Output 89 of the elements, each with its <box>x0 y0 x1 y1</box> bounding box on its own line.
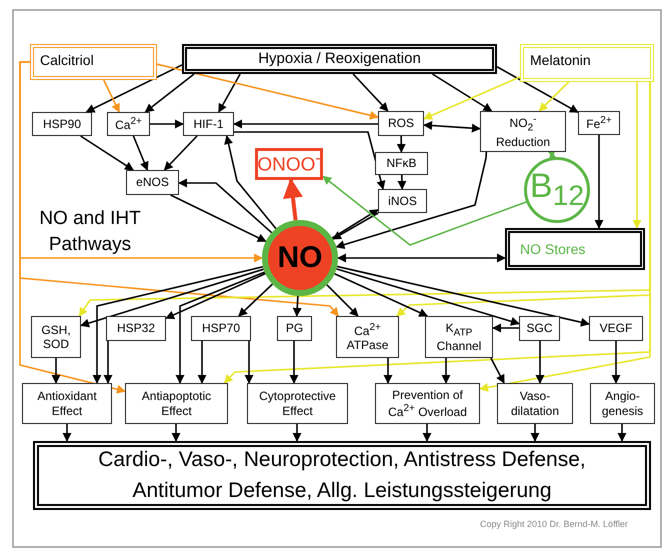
process-box: SGC <box>519 316 560 341</box>
arrow <box>238 284 273 317</box>
process-box: HSP70 <box>191 316 251 341</box>
arrow <box>442 358 450 384</box>
arrow <box>102 80 120 113</box>
vitamin-circle: B$_{12}$ <box>524 157 590 223</box>
process-box: K$_{ATP}$ Channel <box>425 316 493 358</box>
arrow <box>52 358 60 384</box>
arrow <box>172 424 180 442</box>
product-box: ONOO$^{-}$ <box>255 148 323 180</box>
arrow <box>490 358 505 384</box>
arrow <box>336 152 488 249</box>
process-box: Prevention of Ca$^{2+}$ Overload <box>375 383 480 424</box>
arrow <box>156 63 379 120</box>
arrow <box>538 81 570 112</box>
arrow <box>536 341 544 384</box>
arrow <box>530 424 540 442</box>
arrow <box>496 66 579 114</box>
process-box: Ca$^{2+}$ ATPase <box>336 316 399 358</box>
arrow <box>422 424 432 442</box>
arrow <box>618 424 626 442</box>
arrow <box>198 341 206 384</box>
process-box: ROS <box>378 111 424 136</box>
arrow <box>92 266 264 384</box>
process-box: eNOS <box>126 170 179 195</box>
arrow <box>244 341 254 384</box>
arrow <box>86 64 182 113</box>
process-box: Ca$^{2+}$ <box>107 112 150 136</box>
process-box: Cytoprotective Effect <box>247 383 348 424</box>
input-box: Melatonin <box>520 44 654 82</box>
process-box: GSH, SOD <box>31 316 81 358</box>
arrow <box>336 266 590 327</box>
input-box: Calcitriol <box>30 44 157 80</box>
process-box: NFκB <box>375 152 428 175</box>
arrow <box>396 136 406 153</box>
arrow <box>144 73 195 113</box>
arrow <box>104 341 112 384</box>
arrow <box>352 73 388 112</box>
arrow <box>170 194 267 242</box>
stimulus-box: Hypoxia / Reoxigenation <box>182 44 497 74</box>
arrow <box>423 76 520 120</box>
arrow <box>492 324 519 332</box>
arrow <box>432 73 492 112</box>
arrow <box>292 424 302 442</box>
arrow <box>283 178 303 220</box>
arrow <box>80 268 264 328</box>
arrow <box>233 120 378 128</box>
storage-box: NO Stores <box>505 228 645 270</box>
arrow <box>632 82 642 229</box>
process-box: iNOS <box>378 189 427 213</box>
outcome-box: Cardio-, Vaso-, Neuroprotection, Antistress Defense, Antitumor Defense, Allg. Leistungssteigerung <box>33 441 651 510</box>
arrow <box>336 268 520 326</box>
process-box: Angio- genesis <box>590 383 655 424</box>
arrow <box>132 136 148 171</box>
arrow <box>594 135 604 229</box>
process-box: HSP90 <box>32 112 92 136</box>
process-box: PG <box>277 316 312 341</box>
process-box: VEGF <box>589 316 643 341</box>
arrow <box>218 74 241 113</box>
arrow <box>178 178 272 234</box>
arrow <box>322 176 527 246</box>
arrow <box>423 121 481 133</box>
arrow <box>337 254 506 262</box>
arrow <box>19 61 126 394</box>
process-box: Antioxidant Effect <box>22 383 112 424</box>
arrow <box>176 271 266 384</box>
arrow <box>164 135 198 171</box>
arrow <box>479 82 651 392</box>
no-circle: NO <box>262 220 338 296</box>
diagram-heading: NO and IHT Pathways <box>38 207 142 257</box>
arrow <box>234 131 386 190</box>
process-box: Fe$^{2+}$ <box>578 111 620 135</box>
arrow <box>80 135 134 171</box>
arrow <box>326 284 359 317</box>
arrow <box>612 341 620 384</box>
arrow <box>150 120 184 128</box>
copyright-note: Copy Right 2010 Dr. Bernd-M. Löffler <box>480 519 628 529</box>
arrow <box>165 272 266 320</box>
arrow <box>292 296 302 317</box>
process-box: HSP32 <box>106 316 166 341</box>
process-box: Vaso- dilatation <box>497 383 573 424</box>
arrow <box>62 424 72 442</box>
arrow <box>224 135 277 230</box>
arrow <box>334 273 428 317</box>
process-box: HIF-1 <box>183 112 234 136</box>
arrow <box>397 174 406 190</box>
arrow <box>290 341 298 384</box>
process-box: Antiapoptotic Effect <box>125 383 228 424</box>
arrow <box>384 358 392 384</box>
